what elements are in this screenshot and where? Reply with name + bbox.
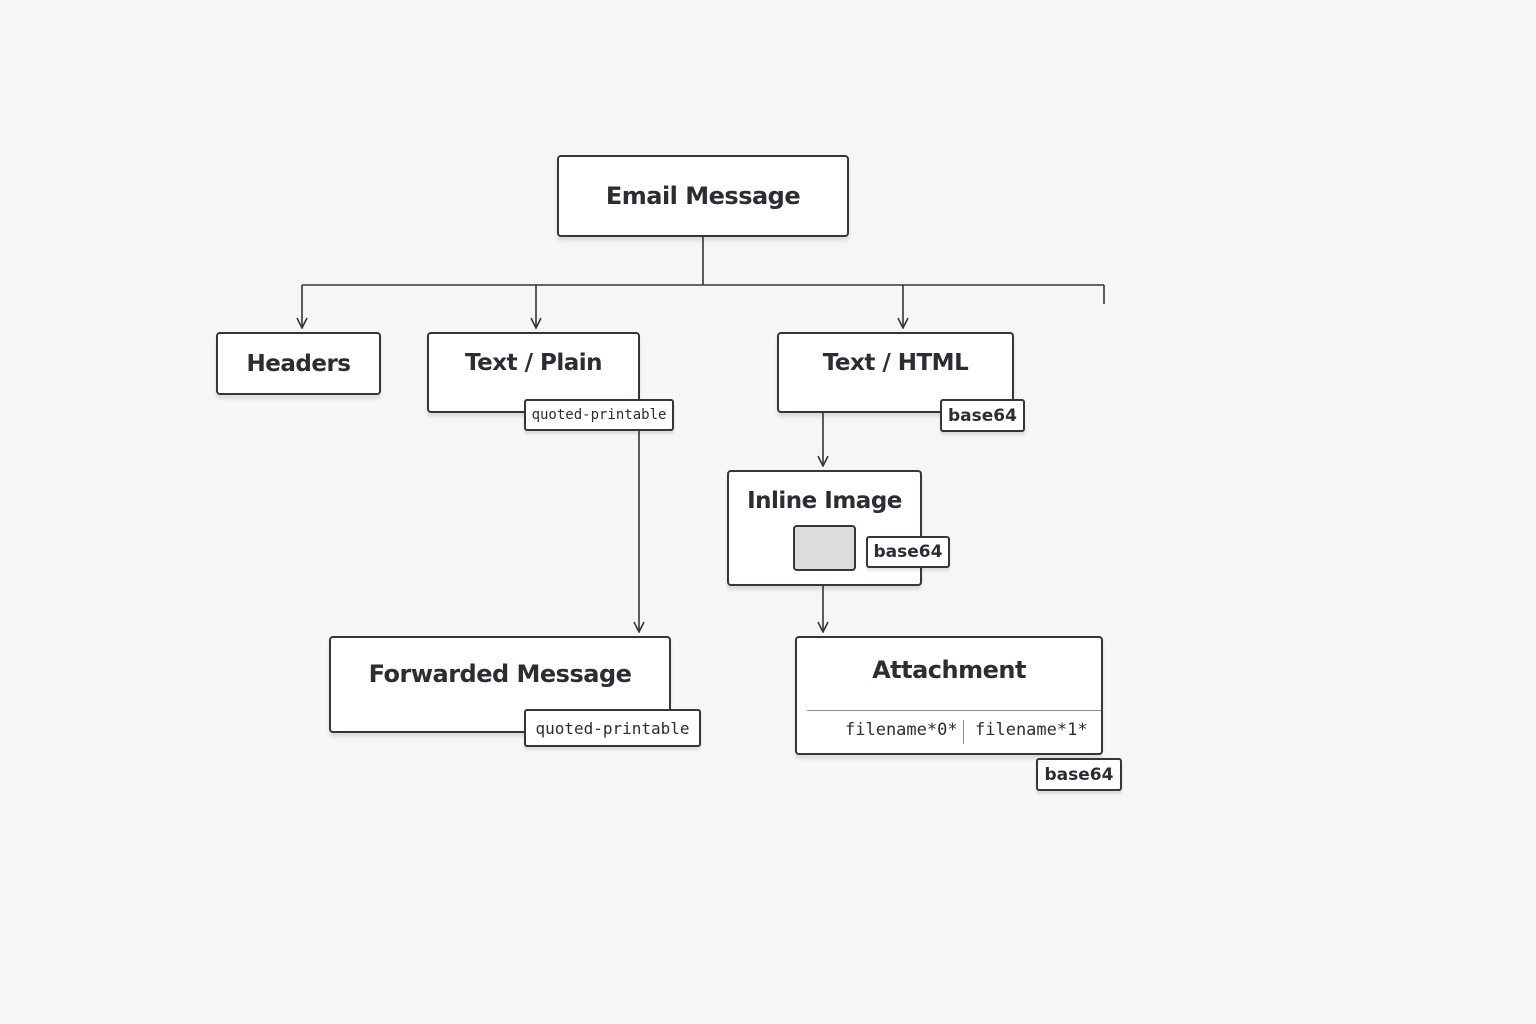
text-html-node: Text / HTML: [777, 332, 1014, 413]
email-message-node: Email Message: [557, 155, 849, 237]
forwarded-message-label: Forwarded Message: [368, 660, 632, 688]
text-plain-encoding-tag: quoted-printable: [524, 399, 674, 431]
text-plain-label: Text / Plain: [465, 350, 603, 376]
email-message-label: Email Message: [605, 182, 801, 210]
filename-separator: [963, 720, 964, 744]
attachment-encoding-tag: base64: [1036, 758, 1122, 791]
filename-part-1: filename*1*: [975, 720, 1088, 740]
inline-image-encoding-tag: base64: [866, 536, 950, 568]
filename-part-0: filename*0*: [845, 720, 958, 740]
headers-node: Headers: [216, 332, 381, 395]
text-html-label: Text / HTML: [822, 350, 969, 376]
image-placeholder-icon: [793, 525, 856, 571]
attachment-node: Attachment filename*0* filename*1*: [795, 636, 1103, 755]
text-html-encoding-tag: base64: [940, 399, 1025, 432]
forwarded-message-encoding-tag: quoted-printable: [524, 709, 701, 747]
forwarded-message-node: Forwarded Message: [329, 636, 671, 733]
headers-label: Headers: [246, 350, 351, 377]
attachment-divider: [807, 710, 1101, 711]
attachment-label: Attachment: [872, 656, 1026, 684]
inline-image-label: Inline Image: [747, 488, 902, 514]
